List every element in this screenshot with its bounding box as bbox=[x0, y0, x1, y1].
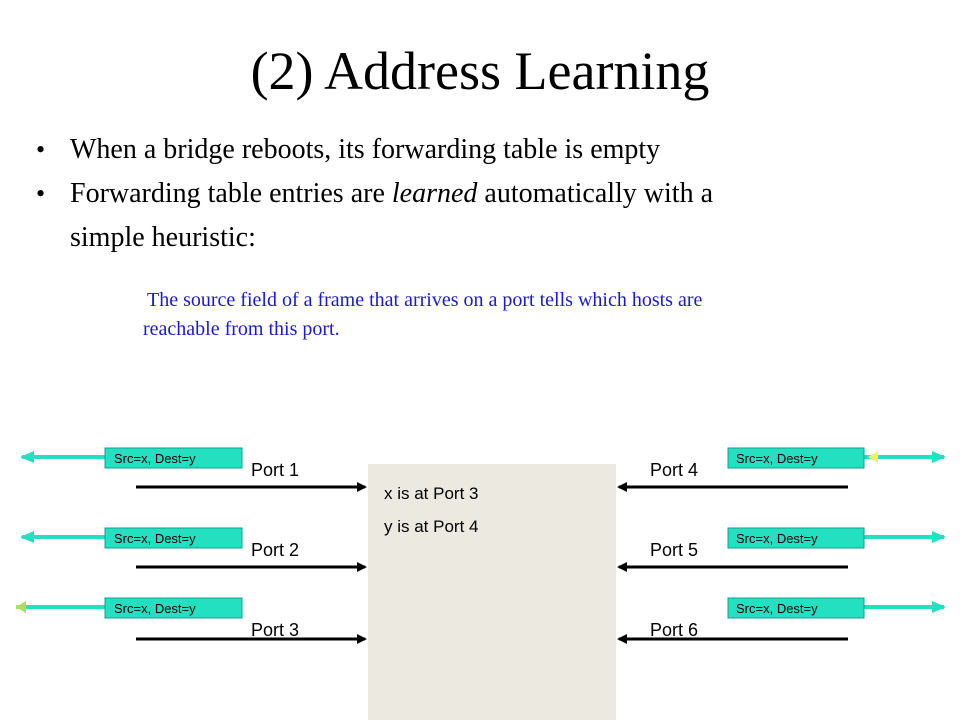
port-5-label: Port 5 bbox=[650, 540, 698, 560]
frame-box-5: Src=x, Dest=y bbox=[727, 527, 865, 549]
heuristic-note: The source field of a frame that arrives… bbox=[143, 286, 907, 344]
bullet-1-text: When a bridge reboots, its forwarding ta… bbox=[70, 134, 661, 165]
bullet-2-line-2: simple heuristic: bbox=[70, 222, 256, 253]
port-6-label: Port 6 bbox=[650, 620, 698, 640]
bullet-dot-icon: • bbox=[36, 179, 46, 208]
bullet-2-continuation: simple heuristic: bbox=[36, 216, 936, 260]
note-line-2: reachable from this port. bbox=[143, 318, 340, 340]
frame-box-3: Src=x, Dest=y bbox=[104, 597, 243, 619]
frame-box-4: Src=x, Dest=y bbox=[727, 447, 865, 469]
frame-box-6: Src=x, Dest=y bbox=[727, 597, 865, 619]
bullet-2-text-end: automatically with a bbox=[477, 178, 714, 209]
bullet-2-text-start: Forwarding table entries are bbox=[70, 178, 392, 209]
slide-title: (2) Address Learning bbox=[250, 41, 710, 101]
bridge-box bbox=[368, 464, 616, 720]
port-4-label: Port 4 bbox=[650, 460, 698, 480]
bullet-list: • When a bridge reboots, its forwarding … bbox=[36, 128, 936, 260]
svg-text:Src=x, Dest=y: Src=x, Dest=y bbox=[114, 531, 196, 546]
bullet-1: • When a bridge reboots, its forwarding … bbox=[36, 128, 936, 172]
frame-box-1: Src=x, Dest=y bbox=[104, 447, 243, 469]
table-entry-y: y is at Port 4 bbox=[384, 517, 478, 536]
bullet-dot-icon: • bbox=[36, 135, 46, 164]
bullet-2-emphasis: learned bbox=[391, 178, 478, 209]
svg-text:Src=x, Dest=y: Src=x, Dest=y bbox=[736, 531, 818, 546]
note-line-1: The source field of a frame that arrives… bbox=[147, 289, 703, 311]
port-3-label: Port 3 bbox=[251, 620, 299, 640]
origin-arrow-icon bbox=[16, 601, 26, 613]
table-entry-x: x is at Port 3 bbox=[384, 484, 478, 503]
port-2-label: Port 2 bbox=[251, 540, 299, 560]
svg-text:Src=x, Dest=y: Src=x, Dest=y bbox=[114, 601, 196, 616]
frame-box-2: Src=x, Dest=y bbox=[104, 527, 243, 549]
port-1-label: Port 1 bbox=[251, 460, 299, 480]
svg-text:Src=x, Dest=y: Src=x, Dest=y bbox=[736, 451, 818, 466]
origin-arrow-icon bbox=[868, 451, 878, 463]
bullet-2: • Forwarding table entries are learned a… bbox=[36, 172, 936, 216]
svg-text:Src=x, Dest=y: Src=x, Dest=y bbox=[114, 451, 196, 466]
svg-text:Src=x, Dest=y: Src=x, Dest=y bbox=[736, 601, 818, 616]
